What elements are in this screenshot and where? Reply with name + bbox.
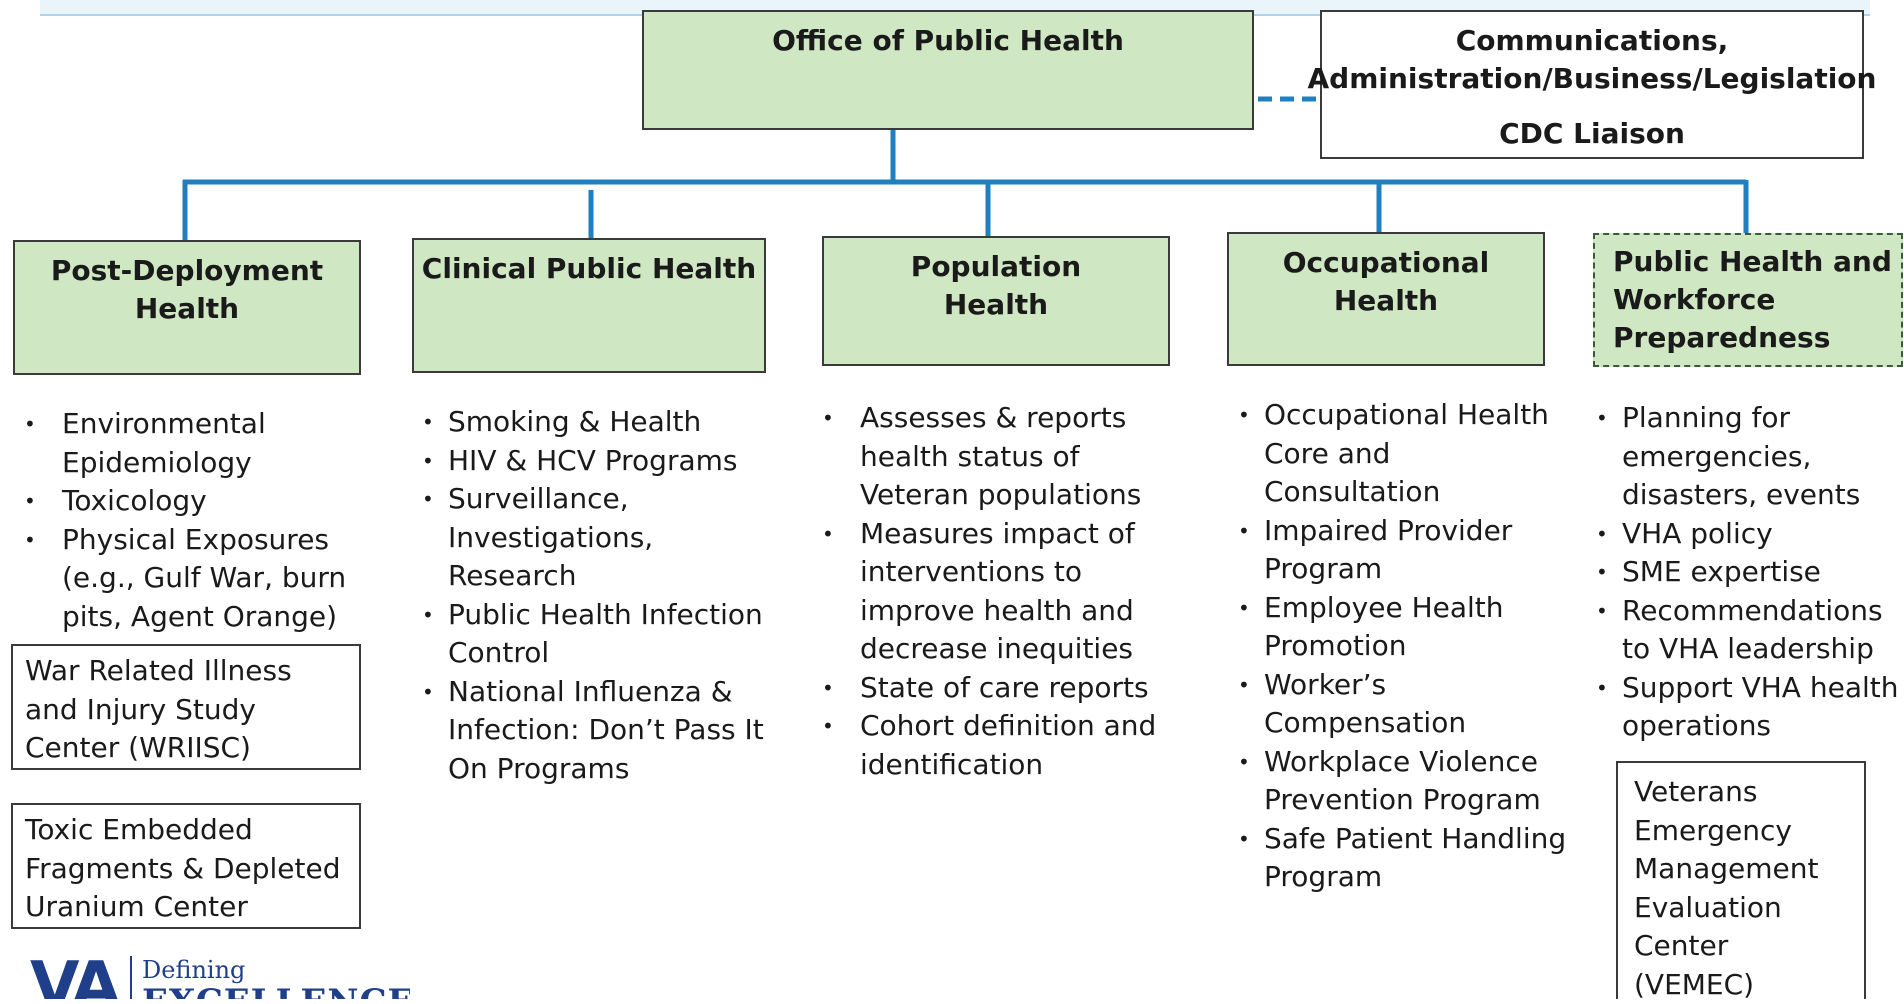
list-item: HIV & HCV Programs	[422, 442, 772, 481]
occupational-health-list: Occupational Health Core and Consultatio…	[1238, 396, 1568, 897]
administration-line: Administration/Business/Legislation	[1307, 62, 1877, 95]
list-item: Assesses & reports health status of Vete…	[820, 399, 1190, 515]
occupational-health-box: Occupational Health	[1227, 232, 1545, 366]
list-item: Workplace Violence Prevention Program	[1238, 743, 1568, 820]
list-item: Measures impact of interventions to impr…	[820, 515, 1190, 669]
office-of-public-health-box: Office of Public Health	[642, 10, 1254, 130]
wriisc-center-box: War Related Illness and Injury Study Cen…	[11, 644, 361, 770]
occupational-health-title: Occupational Health	[1282, 246, 1490, 317]
list-item: Public Health Infection Control	[422, 596, 772, 673]
population-health-title: Population Health	[910, 250, 1082, 321]
va-logo-tagline-bottom: EXCELLENCE	[142, 982, 410, 999]
population-health-list: Assesses & reports health status of Vete…	[820, 399, 1190, 784]
list-item: Environmental Epidemiology	[22, 405, 382, 482]
va-logo-tagline-top: Defining	[142, 956, 246, 984]
list-item: Planning for emergencies, disasters, eve…	[1596, 399, 1902, 515]
clinical-public-health-title: Clinical Public Health	[421, 252, 757, 285]
list-item: Impaired Provider Program	[1238, 512, 1568, 589]
cdc-liaison-line: CDC Liaison	[1499, 117, 1685, 150]
population-health-box: Population Health	[822, 236, 1170, 366]
clinical-public-health-box: Clinical Public Health	[412, 238, 766, 373]
clinical-public-health-list: Smoking & Health HIV & HCV Programs Surv…	[422, 403, 772, 788]
list-item: National Influenza & Infection: Don’t Pa…	[422, 673, 772, 789]
list-item: Support VHA health operations	[1596, 669, 1902, 746]
list-item: VHA policy	[1596, 515, 1902, 554]
public-health-preparedness-box: Public Health and Workforce Preparedness	[1593, 233, 1903, 367]
communications-line: Communications,	[1455, 24, 1729, 57]
list-item: Employee Health Promotion	[1238, 589, 1568, 666]
public-health-preparedness-title: Public Health and Workforce Preparedness	[1613, 245, 1892, 354]
list-item: Cohort definition and identification	[820, 707, 1190, 784]
list-item: Smoking & Health	[422, 403, 772, 442]
va-logo-mark: VA	[30, 952, 121, 999]
list-item: Recommendations to VHA leadership	[1596, 592, 1902, 669]
va-logo-divider	[130, 956, 132, 999]
list-item: Worker’s Compensation	[1238, 666, 1568, 743]
post-deployment-list: Environmental Epidemiology Toxicology Ph…	[22, 405, 382, 636]
vemec-center-box: Veterans Emergency Management Evaluation…	[1616, 761, 1866, 1001]
list-item: Safe Patient Handling Program	[1238, 820, 1568, 897]
office-of-public-health-title: Office of Public Health	[772, 24, 1124, 57]
list-item: Physical Exposures (e.g., Gulf War, burn…	[22, 521, 382, 637]
list-item: State of care reports	[820, 669, 1190, 708]
preparedness-list: Planning for emergencies, disasters, eve…	[1596, 399, 1902, 746]
post-deployment-health-box: Post-Deployment Health	[13, 240, 361, 375]
list-item: SME expertise	[1596, 553, 1902, 592]
list-item: Toxicology	[22, 482, 382, 521]
toxic-fragments-center-box: Toxic Embedded Fragments & Depleted Uran…	[11, 803, 361, 929]
list-item: Occupational Health Core and Consultatio…	[1238, 396, 1568, 512]
va-logo: VA Defining EXCELLENCE	[30, 952, 410, 999]
communications-office-box: Communications, Administration/Business/…	[1308, 10, 1876, 159]
list-item: Surveillance, Investigations, Research	[422, 480, 772, 596]
post-deployment-health-title: Post-Deployment Health	[50, 254, 324, 325]
